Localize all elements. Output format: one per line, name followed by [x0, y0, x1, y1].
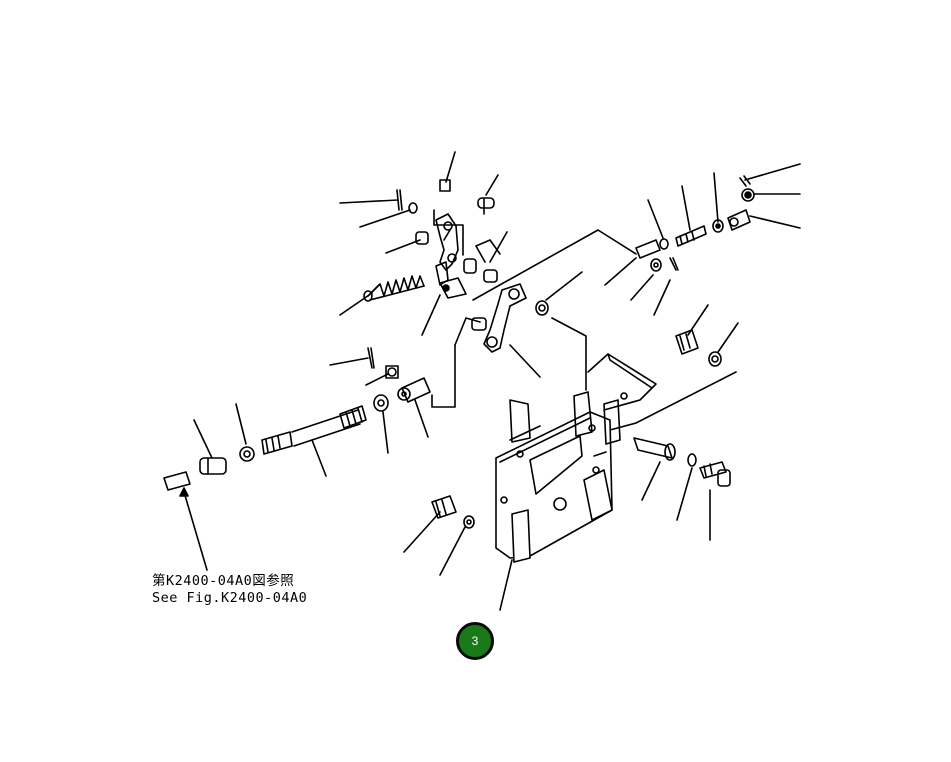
reference-note: 第K2400-04A0図参照 See Fig.K2400-04A0 — [152, 573, 307, 607]
upper-linkage-parts — [363, 179, 498, 302]
page-number-label: 3 — [471, 634, 479, 648]
threaded-rod-parts — [163, 405, 367, 491]
right-bolts — [633, 329, 731, 487]
center-lever — [471, 283, 549, 353]
reference-arrow — [179, 487, 189, 497]
right-linkage-parts — [635, 175, 755, 272]
middle-left-parts — [367, 347, 431, 412]
main-bracket-plate — [431, 353, 657, 563]
page-number-badge[interactable]: 3 — [456, 622, 494, 660]
reference-note-japanese: 第K2400-04A0図参照 — [152, 573, 295, 589]
leader-lines — [183, 151, 801, 611]
reference-note-english: See Fig.K2400-04A0 — [152, 590, 308, 606]
